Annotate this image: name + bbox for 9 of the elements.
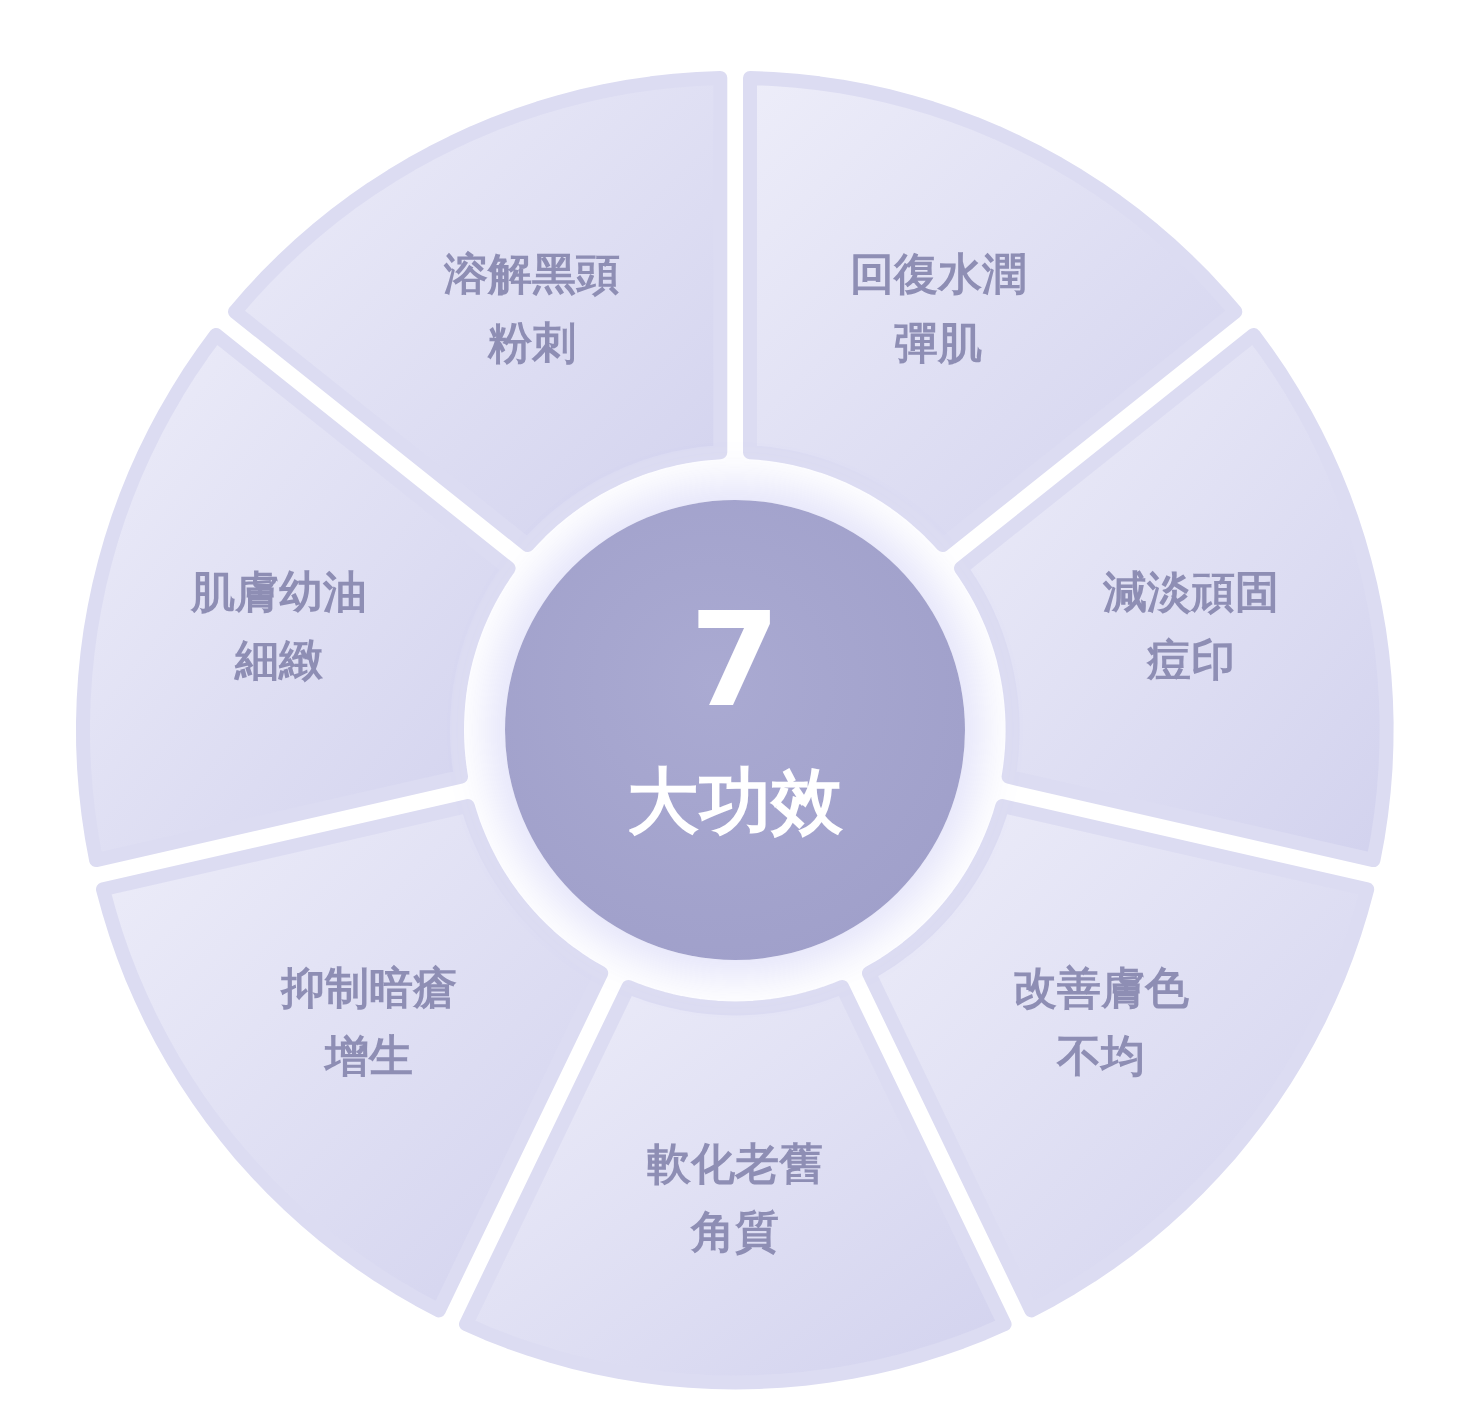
center-number: 7 — [689, 595, 781, 725]
benefit-label: 溶解黑頭粉刺 — [442, 247, 621, 370]
benefit-label: 減淡頑固痘印 — [1102, 564, 1281, 687]
benefit-label: 軟化老舊角質 — [646, 1136, 824, 1259]
benefit-label: 肌膚幼油細緻 — [189, 564, 368, 687]
benefit-label: 抑制暗瘡增生 — [280, 960, 459, 1083]
benefit-label: 回復水潤彈肌 — [849, 247, 1028, 370]
benefit-label: 改善膚色不均 — [1011, 960, 1190, 1083]
center-title: 大功效 — [627, 765, 843, 837]
